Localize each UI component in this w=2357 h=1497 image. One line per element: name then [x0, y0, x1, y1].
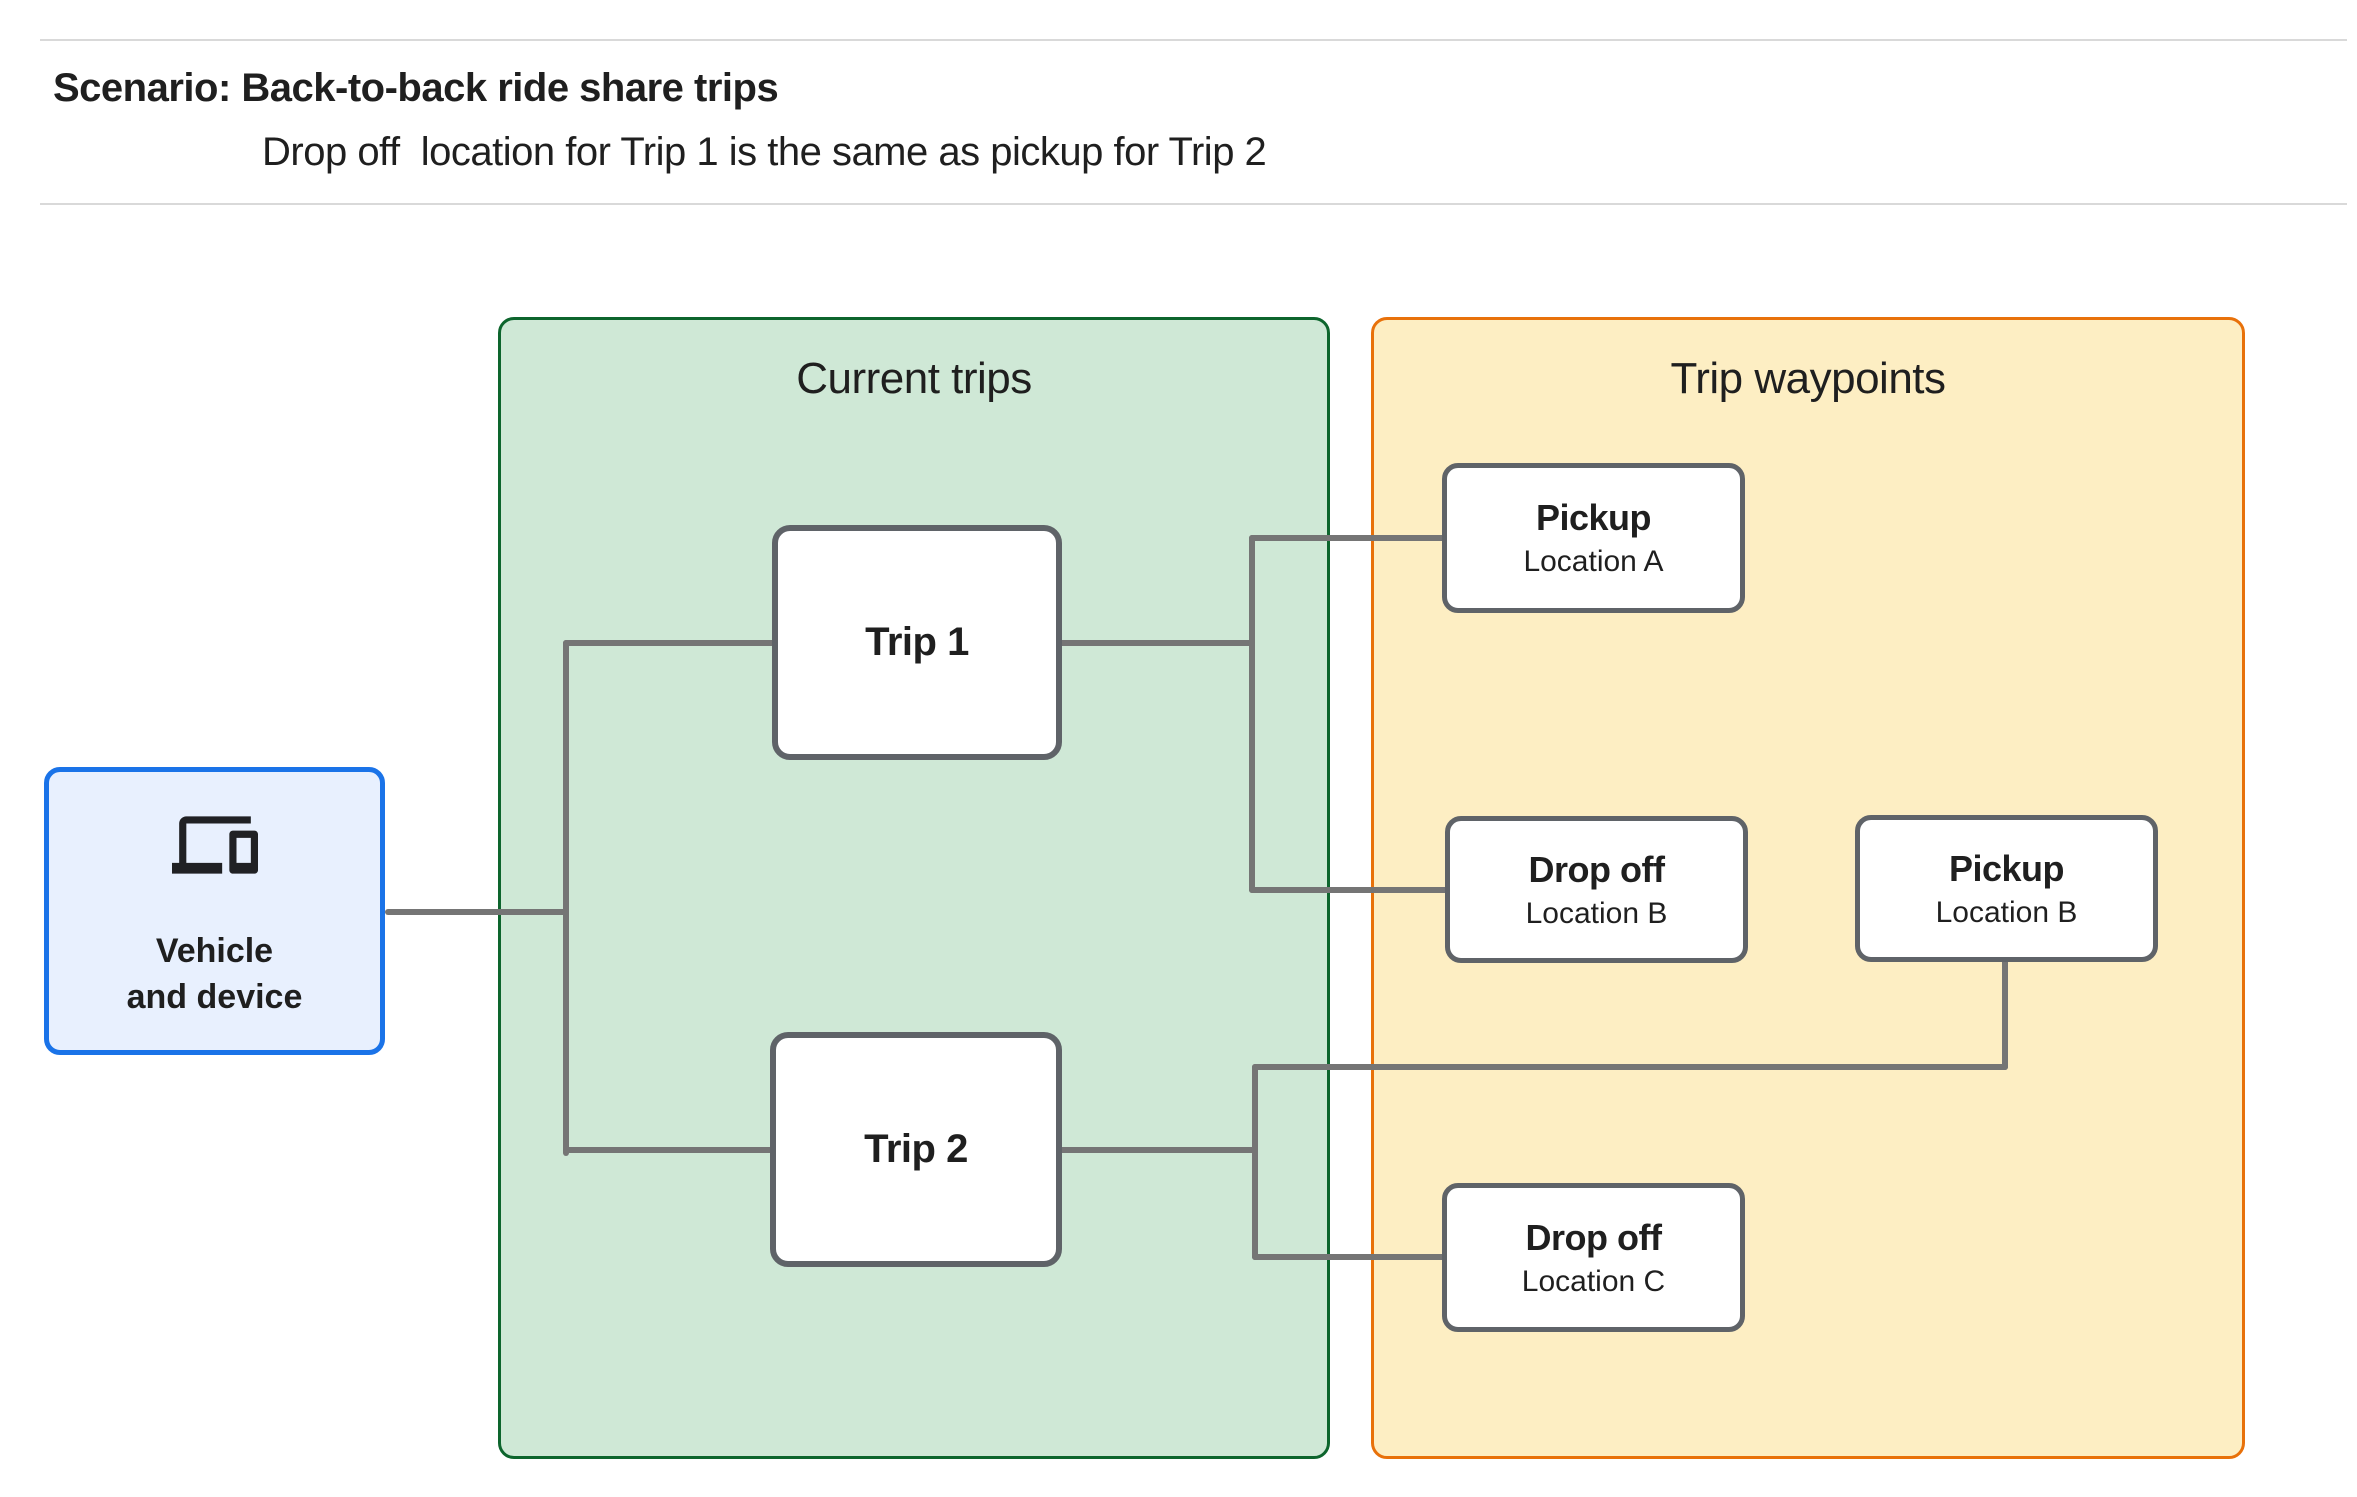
divider-header-bottom: [40, 203, 2347, 205]
connector-trunk-to-trip2: [563, 1147, 776, 1153]
vehicle-label: Vehicle and device: [127, 928, 303, 1020]
waypoint-label: Pickup: [1948, 847, 2065, 889]
waypoint-location: Location C: [1521, 1264, 1666, 1298]
connector-to-dropoff-c: [1252, 1254, 1448, 1260]
waypoint-pickup-location-b: Pickup Location B: [1855, 815, 2158, 962]
connector-trunk-vertical: [563, 640, 569, 1156]
waypoint-dropoff-location-b: Drop off Location B: [1445, 816, 1748, 963]
connector-trip2-elbow-vertical: [1252, 1064, 1258, 1260]
connector-elbow-to-pickup-b: [1252, 1064, 2008, 1070]
page-subtitle: Drop off location for Trip 1 is the same…: [262, 130, 1267, 174]
vehicle-label-line2: and device: [126, 978, 303, 1016]
connector-trip1-to-elbow: [1056, 640, 1255, 646]
waypoint-location: Location B: [1525, 896, 1668, 930]
page-title: Scenario: Back-to-back ride share trips: [53, 66, 779, 110]
connector-to-pickup-a: [1249, 535, 1448, 541]
divider-top: [40, 39, 2347, 41]
connector-pickup-b-drop-vertical: [2002, 958, 2008, 1070]
waypoint-location: Location B: [1935, 895, 2078, 929]
devices-icon: [171, 816, 258, 874]
trip-1-node: Trip 1: [772, 525, 1062, 760]
connector-to-dropoff-b: [1249, 887, 1451, 893]
group-trip-waypoints-title: Trip waypoints: [1670, 354, 1946, 403]
connector-trip2-to-elbow: [1056, 1147, 1258, 1153]
waypoint-dropoff-location-c: Drop off Location C: [1442, 1183, 1745, 1332]
group-current-trips-title: Current trips: [796, 354, 1032, 403]
waypoint-pickup-location-a: Pickup Location A: [1442, 463, 1745, 613]
connector-trunk-to-trip1: [563, 640, 778, 646]
connector-vehicle-to-trunk: [385, 909, 569, 915]
waypoint-location: Location A: [1523, 545, 1664, 578]
waypoint-label: Drop off: [1525, 1216, 1662, 1258]
waypoint-label: Drop off: [1528, 848, 1665, 890]
vehicle-label-line1: Vehicle: [155, 932, 274, 970]
waypoint-label: Pickup: [1535, 497, 1652, 538]
vehicle-node: Vehicle and device: [44, 767, 385, 1055]
connector-trip1-elbow-vertical: [1249, 535, 1255, 893]
trip-1-label: Trip 1: [865, 620, 969, 664]
trip-2-node: Trip 2: [770, 1032, 1062, 1267]
trip-2-label: Trip 2: [864, 1127, 968, 1171]
group-current-trips: Current trips: [498, 317, 1330, 1459]
